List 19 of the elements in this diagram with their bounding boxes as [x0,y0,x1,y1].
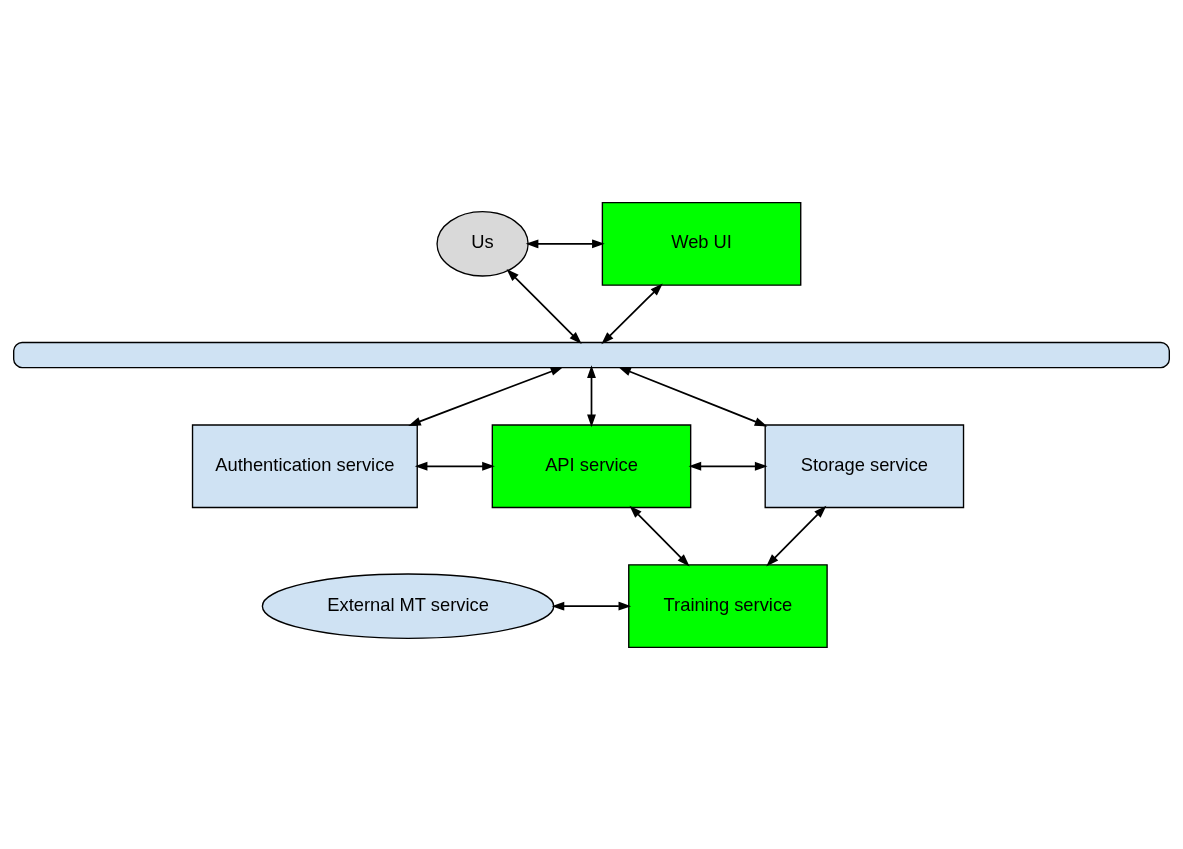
node-box: API service [491,423,692,508]
arrow [629,505,690,566]
node-ellipse: Us [436,210,529,277]
arrow [525,238,605,248]
arrow [551,601,632,611]
arrow [766,505,827,566]
arrow [618,366,768,426]
arrow [414,461,495,471]
node-bar [13,341,1170,368]
node-box: Training service [628,563,828,648]
node-box: Authentication service [191,423,418,508]
node-ellipse: External MT service [261,572,555,639]
node-box: Storage service [764,423,965,508]
arrow [408,366,564,426]
arrow [506,268,582,344]
arrow [601,282,663,344]
arrow [587,364,596,427]
arrow [688,461,768,471]
node-box: Web UI [601,201,802,286]
